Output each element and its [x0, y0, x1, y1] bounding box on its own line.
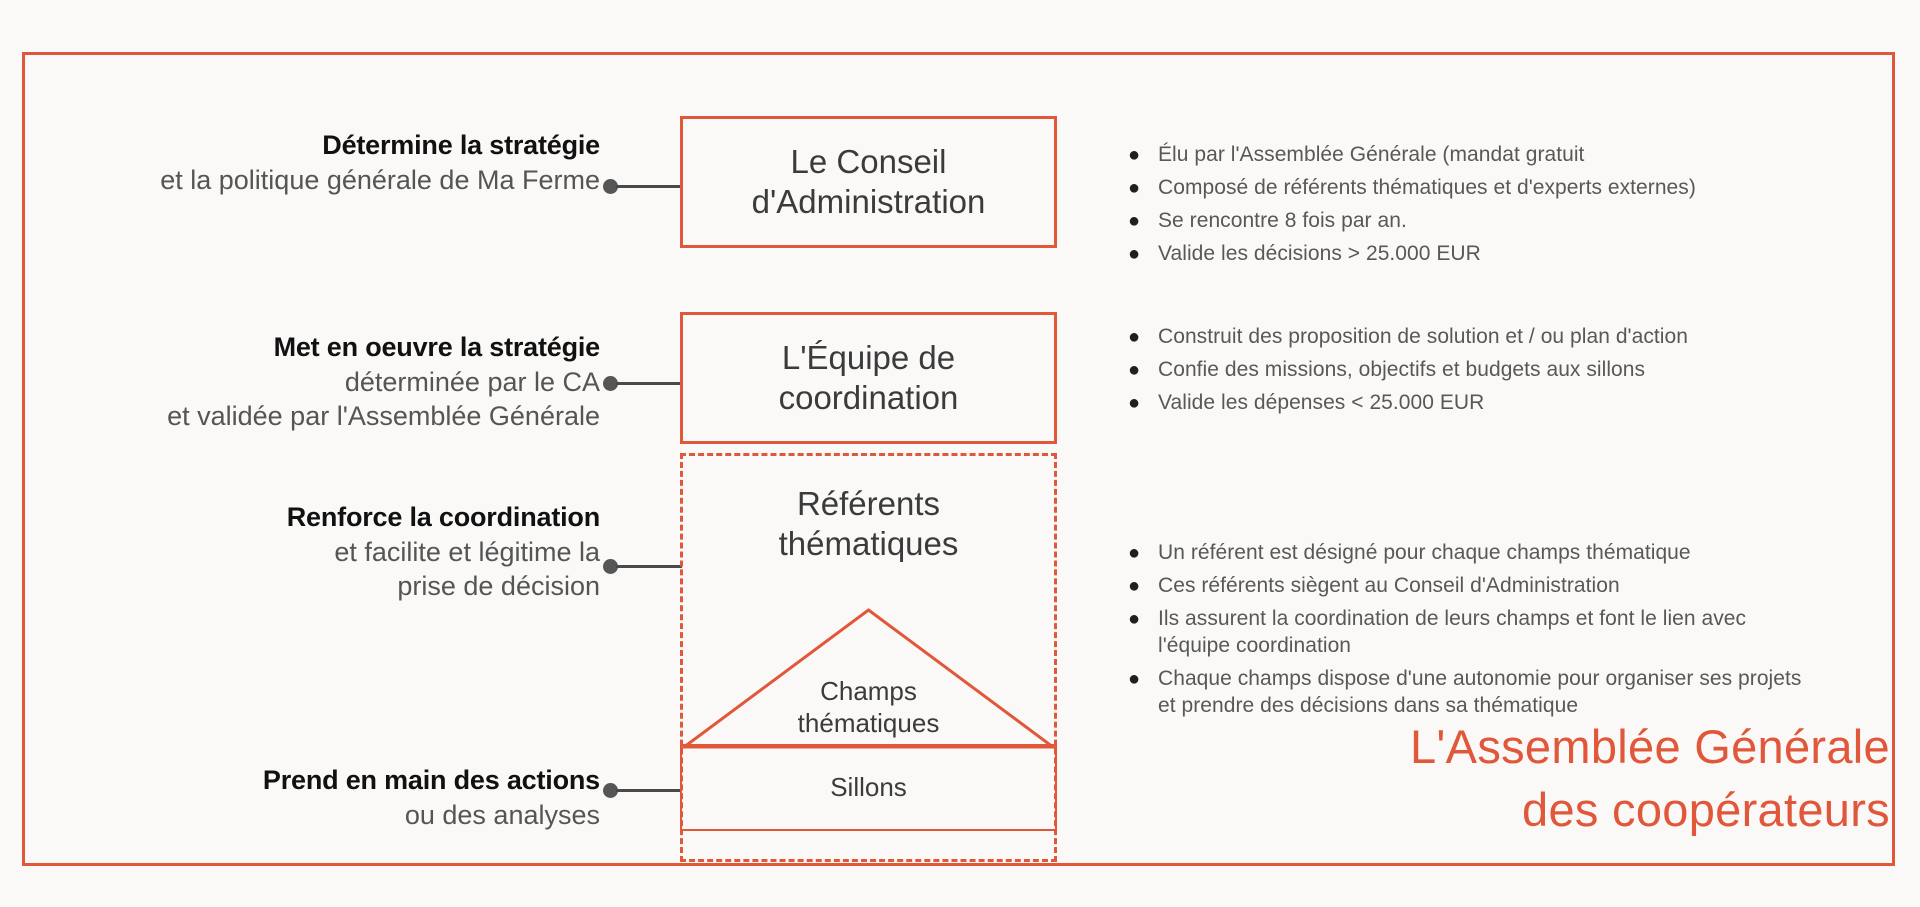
left-label-conseil-administration: Détermine la stratégie et la politique g…	[0, 128, 600, 197]
bullet-item: ● Élu par l'Assemblée Générale (mandat g…	[1124, 142, 1824, 169]
bullet-dot-icon: ●	[1128, 359, 1141, 381]
bullet-text: Un référent est désigné pour chaque cham…	[1158, 541, 1691, 564]
bullet-item: ● Ils assurent la coordination de leurs …	[1124, 606, 1824, 660]
box-line-2: thématiques	[778, 525, 959, 563]
champs-thematiques-label: Champs thématiques	[683, 676, 1054, 739]
box-line-1: Référents	[796, 485, 941, 522]
connector-dot-sillons	[603, 783, 618, 798]
bullets-equipe-coordination: ● Construit des proposition de solution …	[1124, 324, 1824, 423]
connector-line-equipe	[616, 382, 682, 385]
assemblee-generale-title: L'Assemblée Générale des coopérateurs	[1070, 716, 1890, 841]
bullet-text: Ces référents siègent au Conseil d'Admin…	[1158, 574, 1620, 597]
box-sillons-label: Sillons	[830, 771, 907, 802]
box-equipe-coordination[interactable]: L'Équipe de coordination	[680, 312, 1057, 444]
bullet-dot-icon: ●	[1128, 392, 1141, 414]
bullet-dot-icon: ●	[1128, 667, 1141, 690]
bullet-text: Chaque champs dispose d'une autonomie po…	[1158, 666, 1802, 717]
champs-line-2: thématiques	[797, 707, 940, 738]
box-conseil-administration[interactable]: Le Conseil d'Administration	[680, 116, 1057, 248]
bullet-dot-icon: ●	[1128, 210, 1141, 232]
connector-dot-equipe	[603, 376, 618, 391]
bullet-item: ● Construit des proposition de solution …	[1124, 324, 1824, 351]
connector-line-conseil	[616, 185, 682, 188]
bullet-text: Élu par l'Assemblée Générale (mandat gra…	[1158, 143, 1585, 166]
bullet-dot-icon: ●	[1128, 608, 1141, 630]
box-line-1: Le Conseil	[790, 142, 947, 180]
left-label-subtitle-line: et facilite et légitime la	[334, 536, 600, 567]
bullet-item: ● Valide les décisions > 25.000 EUR	[1124, 241, 1824, 268]
box-conseil-administration-label: Le Conseil d'Administration	[752, 142, 986, 223]
box-referents-thematiques-label: Référents thématiques	[683, 484, 1054, 565]
left-label-title: Met en oeuvre la stratégie	[273, 332, 601, 362]
left-label-subtitle-line: ou des analyses	[404, 799, 600, 830]
box-equipe-coordination-label: L'Équipe de coordination	[779, 338, 959, 419]
bullet-item: ● Composé de référents thématiques et d'…	[1124, 175, 1824, 202]
champs-line-1: Champs	[820, 676, 917, 706]
left-label-title: Prend en main des actions	[262, 765, 600, 795]
bullet-text: Composé de référents thématiques et d'ex…	[1158, 176, 1696, 199]
left-label-subtitle-line: et la politique générale de Ma Ferme	[160, 164, 600, 195]
bullet-text: Se rencontre 8 fois par an.	[1158, 209, 1407, 232]
bullet-text: Confie des missions, objectifs et budget…	[1158, 358, 1646, 381]
assemblee-generale-title-line-2: des coopérateurs	[1522, 782, 1890, 836]
bullet-dot-icon: ●	[1128, 575, 1141, 597]
left-label-subtitle-line: déterminée par le CA	[344, 366, 600, 397]
assemblee-generale-title-line-1: L'Assemblée Générale	[1409, 720, 1890, 773]
bullet-item: ● Un référent est désigné pour chaque ch…	[1124, 540, 1824, 567]
box-referents-thematiques[interactable]: Référents thématiques Champs thématiques…	[680, 453, 1057, 862]
box-line-1: L'Équipe de	[781, 338, 956, 376]
bullet-dot-icon: ●	[1128, 542, 1141, 564]
bullets-referents-thematiques: ● Un référent est désigné pour chaque ch…	[1124, 540, 1824, 726]
left-label-equipe-coordination: Met en oeuvre la stratégie déterminée pa…	[0, 330, 600, 434]
outer-frame	[22, 52, 1895, 866]
bullet-item: ● Ces référents siègent au Conseil d'Adm…	[1124, 573, 1824, 600]
bullet-item: ● Chaque champs dispose d'une autonomie …	[1124, 666, 1824, 720]
bullet-item: ● Se rencontre 8 fois par an.	[1124, 208, 1824, 235]
bullet-dot-icon: ●	[1128, 326, 1141, 348]
bullet-text: Construit des proposition de solution et…	[1158, 325, 1688, 348]
left-label-subtitle-line: prise de décision	[397, 571, 600, 602]
bullet-dot-icon: ●	[1128, 243, 1141, 265]
connector-line-sillons	[616, 789, 682, 792]
bullet-dot-icon: ●	[1128, 177, 1141, 199]
bullet-item: ● Confie des missions, objectifs et budg…	[1124, 357, 1824, 384]
connector-dot-conseil	[603, 179, 618, 194]
bullet-dot-icon: ●	[1128, 144, 1141, 166]
left-label-title: Détermine la stratégie	[322, 130, 600, 160]
bullet-text: Valide les décisions > 25.000 EUR	[1158, 242, 1481, 265]
connector-dot-referents	[603, 559, 618, 574]
left-label-referents-thematiques: Renforce la coordination et facilite et …	[0, 500, 600, 604]
box-line-2: coordination	[778, 379, 959, 416]
box-sillons[interactable]: Sillons	[680, 744, 1057, 831]
bullets-conseil-administration: ● Élu par l'Assemblée Générale (mandat g…	[1124, 142, 1824, 274]
left-label-title: Renforce la coordination	[286, 502, 600, 532]
left-label-sillons: Prend en main des actions ou des analyse…	[0, 763, 600, 832]
bullet-text: Ils assurent la coordination de leurs ch…	[1158, 607, 1747, 657]
bullet-text: Valide les dépenses < 25.000 EUR	[1158, 391, 1485, 414]
triangle-champs-thematiques	[680, 608, 1057, 749]
connector-line-referents	[616, 565, 682, 568]
bullet-item: ● Valide les dépenses < 25.000 EUR	[1124, 390, 1824, 417]
left-label-subtitle-line: et validée par l'Assemblée Générale	[167, 401, 600, 432]
box-line-2: d'Administration	[751, 183, 986, 220]
